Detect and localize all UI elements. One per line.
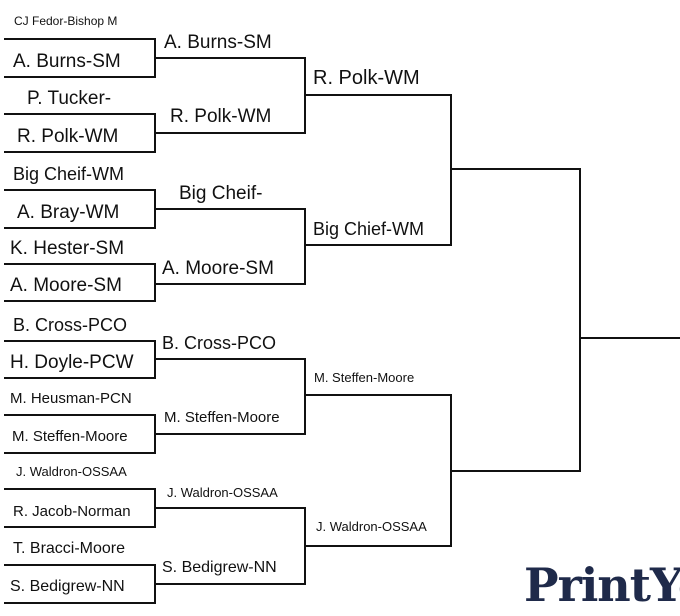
bracket-line	[450, 168, 579, 170]
bracket-line	[154, 283, 306, 285]
bracket-line	[4, 38, 154, 40]
bracket-line	[4, 602, 156, 604]
bracket-line	[304, 358, 306, 435]
competitor-name: K. Hester-SM	[10, 238, 125, 259]
bracket-line	[579, 168, 581, 472]
bracket-line	[4, 300, 156, 302]
round3-winner: Big Chief-WM	[313, 219, 425, 239]
round2-winner: Big Cheif-	[179, 183, 263, 204]
bracket-line	[304, 545, 452, 547]
bracket-line	[4, 113, 154, 115]
competitor-name: J. Waldron-OSSAA	[16, 464, 127, 479]
competitor-name: B. Cross-PCO	[13, 315, 128, 335]
round3-winner: J. Waldron-OSSAA	[316, 519, 427, 534]
bracket-line	[304, 394, 450, 396]
bracket-line	[154, 208, 304, 210]
competitor-name: P. Tucker-	[27, 88, 112, 109]
printyo-logo: PrintYo	[524, 558, 680, 612]
bracket-line	[4, 414, 154, 416]
competitor-name: Big Cheif-WM	[13, 164, 125, 184]
competitor-name: A. Bray-WM	[17, 202, 120, 223]
bracket-line	[450, 470, 581, 472]
bracket-line	[154, 57, 304, 59]
bracket-line	[154, 583, 306, 585]
bracket-line	[154, 358, 304, 360]
round3-winner: M. Steffen-Moore	[314, 370, 415, 385]
round2-winner: S. Bedigrew-NN	[162, 559, 277, 576]
bracket-line	[304, 208, 306, 285]
competitor-name: A. Burns-SM	[13, 51, 121, 72]
bracket-line	[4, 526, 156, 528]
round2-winner: R. Polk-WM	[170, 106, 272, 127]
bracket-line	[304, 244, 452, 246]
bracket-line	[154, 132, 306, 134]
competitor-name: CJ Fedor-Bishop M	[14, 14, 118, 28]
bracket-line	[4, 189, 154, 191]
bracket-line	[450, 94, 452, 246]
bracket-line	[154, 263, 156, 302]
bracket-line	[4, 452, 156, 454]
round2-winner: B. Cross-PCO	[162, 333, 277, 353]
round2-winner: A. Burns-SM	[164, 32, 272, 53]
bracket-line	[154, 433, 306, 435]
bracket-line	[4, 488, 154, 490]
bracket-line	[304, 94, 450, 96]
competitor-name: M. Heusman-PCN	[10, 390, 132, 407]
round2-winner: A. Moore-SM	[162, 258, 274, 279]
bracket-line	[4, 340, 154, 342]
competitor-name: A. Moore-SM	[10, 275, 122, 296]
round2-winner: M. Steffen-Moore	[164, 409, 280, 426]
bracket-line	[4, 377, 156, 379]
competitor-name: T. Bracci-Moore	[13, 540, 126, 557]
final-line	[579, 337, 680, 339]
competitor-name: M. Steffen-Moore	[12, 428, 128, 445]
round3-winner: R. Polk-WM	[313, 67, 420, 89]
round2-winner: J. Waldron-OSSAA	[167, 485, 278, 500]
competitor-name: H. Doyle-PCW	[10, 352, 134, 373]
bracket-line	[4, 76, 156, 78]
bracket-line	[154, 507, 304, 509]
bracket-line	[4, 263, 154, 265]
competitor-name: R. Polk-WM	[17, 126, 119, 147]
bracket-line	[4, 227, 156, 229]
bracket-line	[4, 564, 154, 566]
bracket-line	[4, 151, 156, 153]
competitor-name: S. Bedigrew-NN	[10, 578, 125, 595]
competitor-name: R. Jacob-Norman	[13, 503, 131, 520]
